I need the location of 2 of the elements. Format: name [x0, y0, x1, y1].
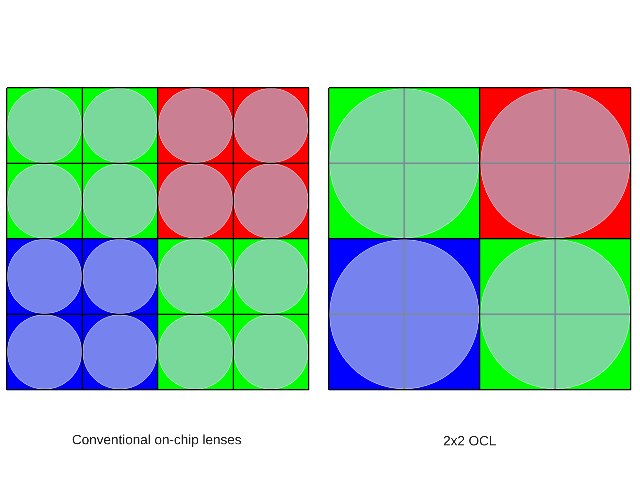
- caption: 2x2 OCL: [444, 436, 496, 446]
- caption: Conventional on-chip lenses: [72, 434, 242, 448]
